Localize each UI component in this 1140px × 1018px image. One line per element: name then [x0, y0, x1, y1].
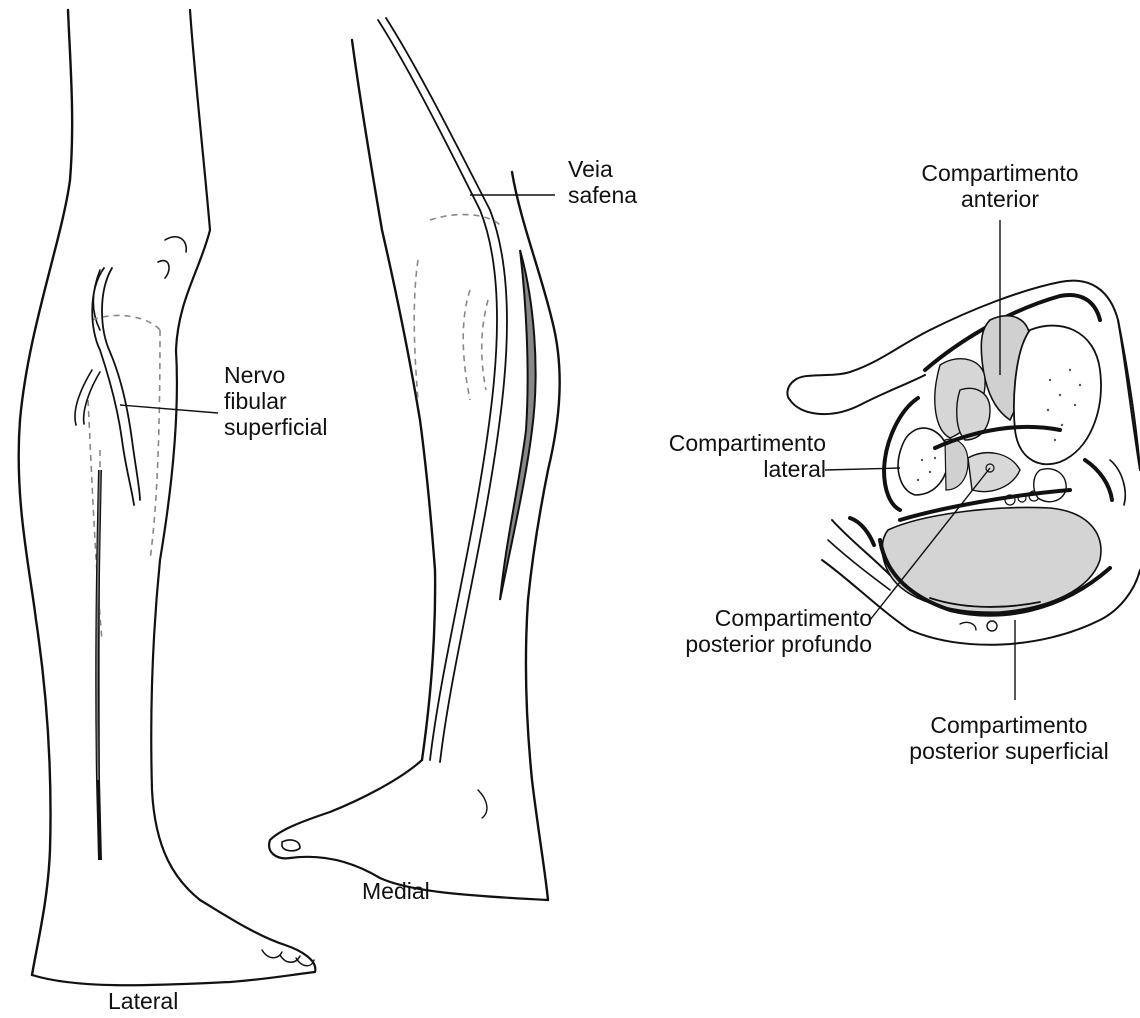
label-line: superficial	[224, 414, 328, 440]
label-nervo-fibular: Nervo fibular superficial	[224, 362, 328, 440]
label-compartimento-anterior: Compartimento anterior	[900, 160, 1100, 212]
label-veia-safena: Veia safena	[568, 156, 637, 208]
label-compartimento-lateral: Compartimento lateral	[610, 430, 826, 482]
label-line: Compartimento	[900, 160, 1100, 186]
label-line: safena	[568, 182, 637, 208]
label-compartimento-posterior-superficial: Compartimento posterior superficial	[880, 712, 1138, 764]
label-line: fibular	[224, 388, 328, 414]
label-line: posterior superficial	[880, 738, 1138, 764]
label-line: anterior	[900, 186, 1100, 212]
label-line: Compartimento	[610, 430, 826, 456]
label-line: lateral	[610, 456, 826, 482]
leader-lines	[120, 195, 1015, 700]
leg-cross-section	[787, 281, 1140, 645]
medial-leg-drawing	[269, 18, 560, 900]
label-line: Compartimento	[610, 605, 872, 631]
label-compartimento-posterior-profundo: Compartimento posterior profundo	[610, 605, 872, 657]
label-line: Veia	[568, 156, 637, 182]
label-line: posterior profundo	[610, 631, 872, 657]
label-medial: Medial	[362, 878, 430, 904]
label-lateral: Lateral	[108, 988, 178, 1014]
label-line: Nervo	[224, 362, 328, 388]
label-line: Compartimento	[880, 712, 1138, 738]
